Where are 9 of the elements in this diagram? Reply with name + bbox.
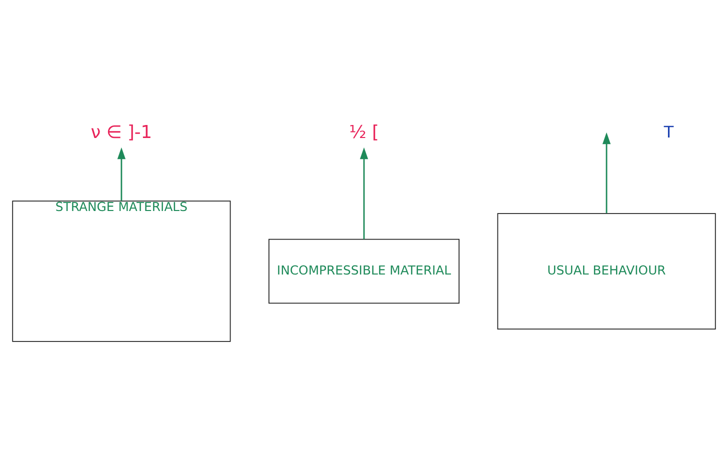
node-box: INCOMPRESSIBLE MATERIAL xyxy=(268,238,460,304)
node-text: ν ∈ ]-1 xyxy=(90,122,152,143)
label: T xyxy=(664,122,674,142)
arrow xyxy=(602,132,611,214)
node-text: ½ [ xyxy=(349,122,379,143)
node-box: STRANGE MATERIALS xyxy=(12,200,231,342)
arrow xyxy=(360,147,368,240)
arrow xyxy=(117,147,126,201)
node-box: USUAL BEHAVIOUR xyxy=(497,213,716,330)
